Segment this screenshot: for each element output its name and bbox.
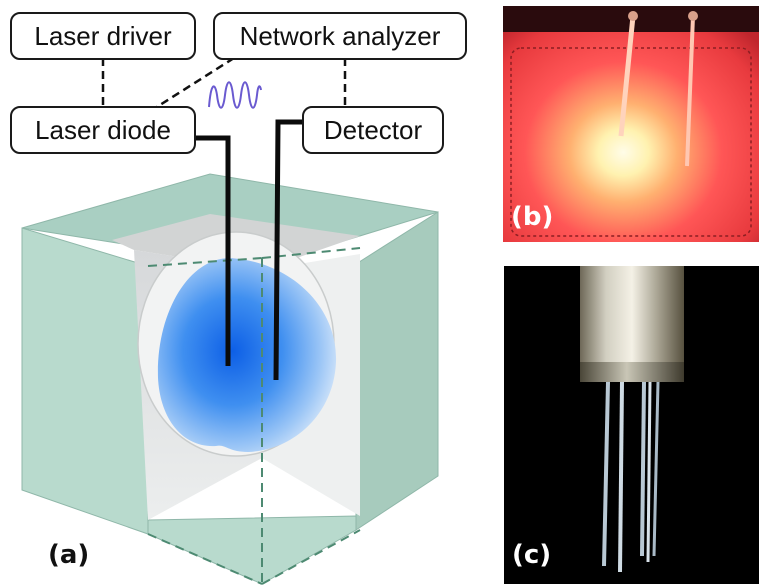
detector-box: Detector [302,106,444,154]
fiber-probe-photo: (c) [504,266,759,584]
source-fiber [196,135,231,366]
panel-a-label: (a) [48,540,90,570]
laser-driver-box: Laser driver [10,12,196,60]
schematic-diagram [21,56,439,585]
panel-b-label: (b) [511,202,554,232]
light-distribution [157,258,337,452]
network-analyzer-box: Network analyzer [213,12,467,60]
panel-c-label: (c) [512,540,552,570]
sine-wave-icon [208,81,262,109]
phantom-photo: (b) [503,6,759,242]
analyzer-diode-connector [151,56,235,112]
phantom-tank [21,173,439,585]
laser-diode-box: Laser diode [10,106,196,154]
detector-fiber [273,119,308,381]
